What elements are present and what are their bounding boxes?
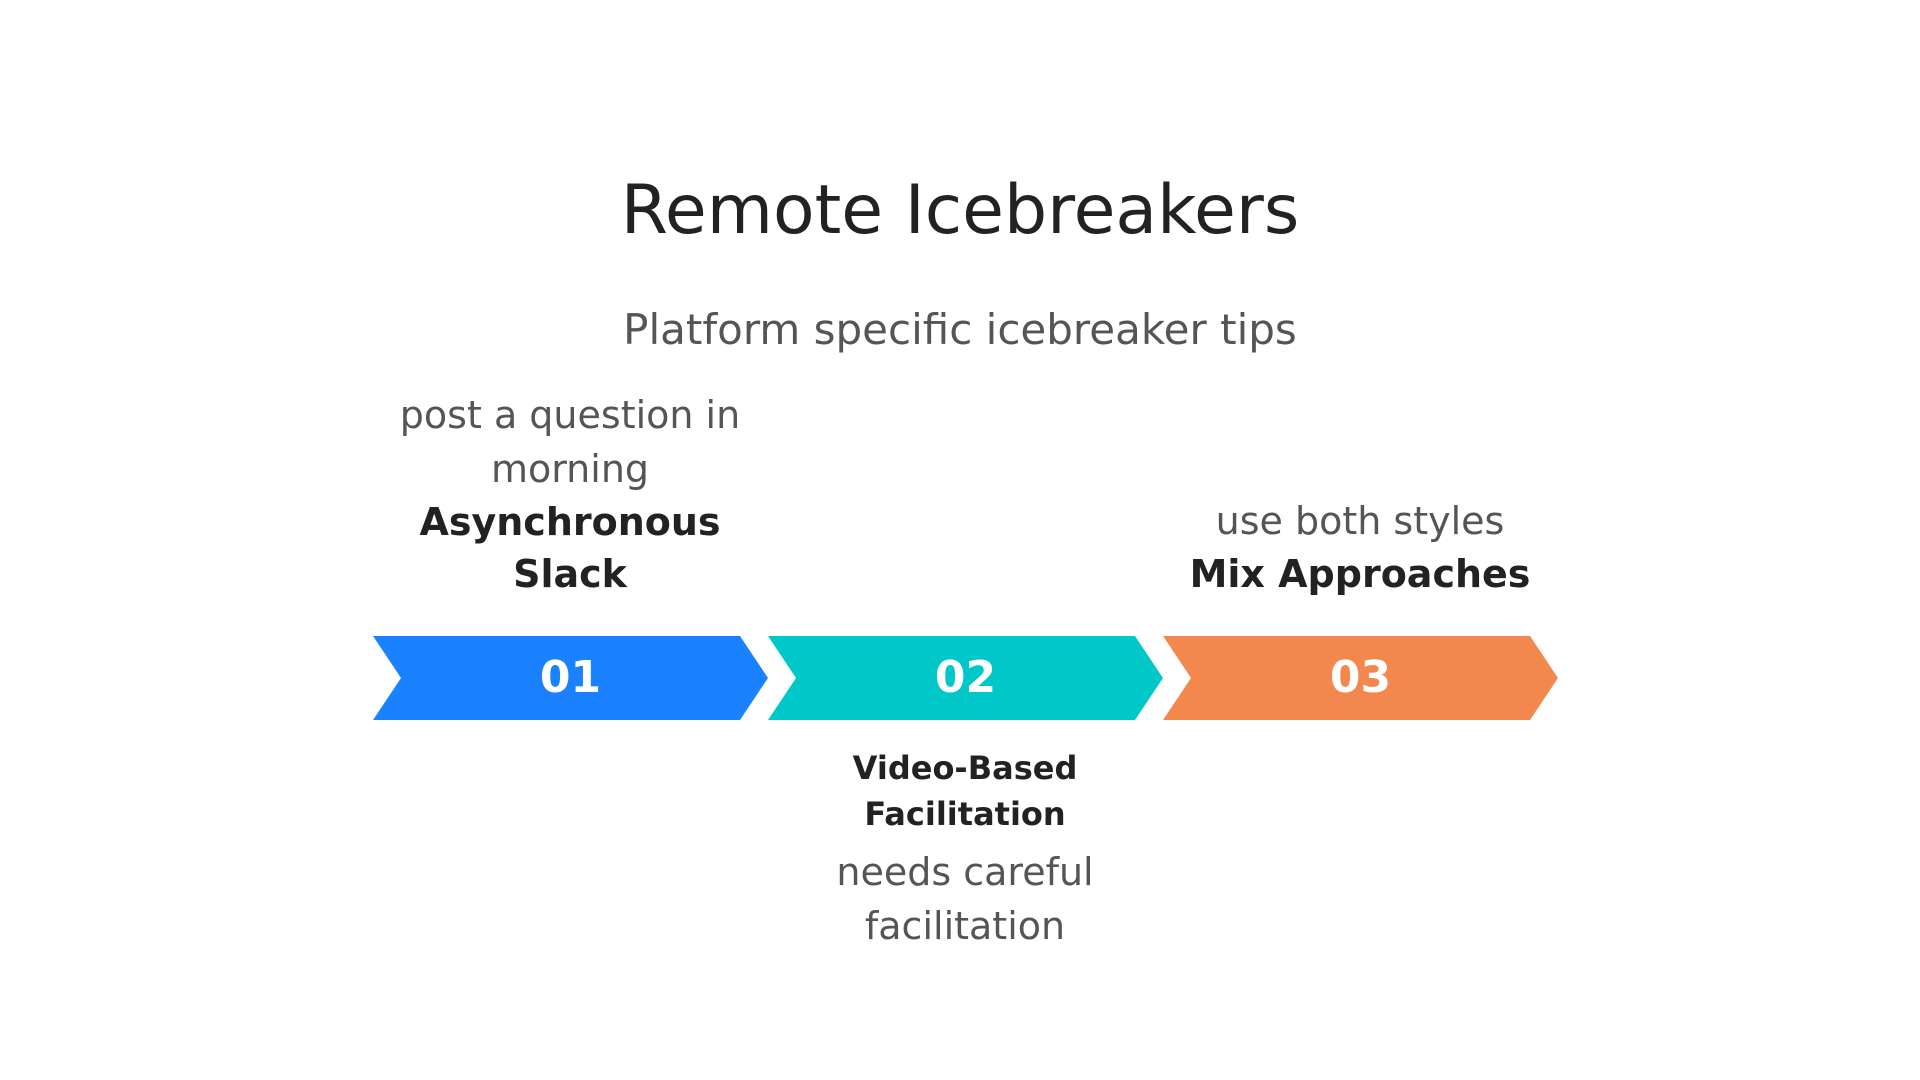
step-2-arrow [768,636,1163,720]
step-1-heading: Asynchronous Slack [419,500,721,596]
step-1-label-group: post a question in morning Asynchronous … [370,388,770,600]
step-3-arrow [1163,636,1558,720]
step-2-heading: Video-Based Facilitation [852,749,1078,833]
page-title: Remote Icebreakers [620,171,1300,250]
step-1-arrow [373,636,768,720]
step-3-number: 03 [1329,652,1392,703]
page-subtitle: Platform specific icebreaker tips [623,305,1297,354]
step-3-description-line-1: use both styles [1215,499,1505,543]
step-1-description-line-2: morning [490,447,650,491]
step-2-description-line-2: facilitation [864,904,1066,948]
step-2-number: 02 [934,652,997,703]
step-1-number: 01 [539,652,602,703]
step-2-label-group: Video-Based Facilitation needs careful f… [765,745,1165,953]
step-1-description-line-1: post a question in [399,393,741,437]
step-3-heading: Mix Approaches [1189,552,1531,596]
step-3-label-group: use both styles Mix Approaches [1160,494,1560,600]
step-2-description-line-1: needs careful [836,850,1094,894]
